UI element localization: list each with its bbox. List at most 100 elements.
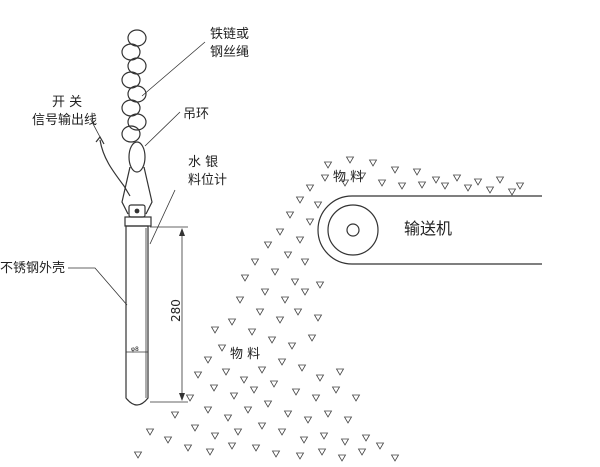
material-particle [145,428,155,436]
material-particle [320,174,330,182]
material-particle [227,442,237,450]
label-meter-line1: 水 银 [188,155,218,170]
label-material-top: 物 料 [333,170,363,185]
material-particle [283,251,293,259]
material-particle [412,168,422,176]
material-particle [227,318,237,326]
dimension-arrow-bottom [179,393,185,401]
material-particle [485,186,495,194]
material-particle [293,308,303,316]
conveyor-axle [346,223,360,237]
material-particle [193,371,203,379]
material-particle [463,184,473,192]
material-particle [495,176,505,184]
material-particle [190,424,200,432]
conveyor-pulley [327,204,379,256]
material-particle [185,394,195,402]
material-particle [277,428,287,436]
material-particle [203,406,213,414]
material-particle [183,444,193,452]
material-particle [375,442,385,450]
material-particle [270,268,280,276]
material-particle [368,159,378,167]
material-particle [335,368,345,376]
label-ring: 吊环 [183,107,209,122]
material-particle [210,432,220,440]
material-particle [317,448,327,456]
material-particle [323,410,333,418]
label-meter-line2: 料位计 [188,173,227,188]
material-particle [323,161,333,169]
material-particle [361,434,371,442]
material-particle [473,178,483,186]
material-particle [217,344,227,352]
material-particle [235,296,245,304]
leader-shell [68,267,128,306]
material-particle [249,386,259,394]
material-particle [305,218,315,226]
material-particle [303,416,313,424]
dimension-length: 280 [169,299,183,322]
material-particle [431,176,441,184]
material-particle [340,179,350,187]
label-chain-line2: 钢丝绳 [210,45,249,60]
material-particle [357,448,367,456]
dimension-arrow-top [179,228,185,236]
material-particle [269,380,279,388]
material-particle [515,182,525,190]
material-particle [243,406,253,414]
material-particle [229,392,239,400]
material-particles [133,156,525,462]
material-particle [275,228,285,236]
material-particle [297,364,307,372]
material-particle [205,448,215,456]
material-particle [299,436,309,444]
chain [121,29,147,143]
material-particle [377,179,387,187]
material-particle [285,211,295,219]
leader-meter [149,189,176,245]
material-particle [390,166,400,174]
dimension-diameter: φ8 [131,346,139,353]
signal-cable [99,139,131,197]
material-particle [133,451,143,459]
material-particle [315,374,325,382]
leader-ring [144,111,181,147]
material-particle [417,181,427,189]
material-particle [239,376,249,384]
chain-link [127,113,147,131]
material-particle [209,384,219,392]
material-particle [223,414,233,422]
material-particle [452,174,462,182]
material-particle [210,326,220,334]
material-particle [440,182,450,190]
leader-signal [90,119,101,138]
material-particle [337,454,347,462]
material-particle [240,274,250,282]
material-particle [271,450,281,458]
material-particle [203,356,213,364]
material-particle [305,184,315,192]
label-conveyor: 输送机 [404,219,452,238]
material-particle [313,314,323,322]
material-particle [351,394,361,402]
material-particle [287,342,297,350]
material-particle [340,438,350,446]
label-signal-line2: 信号输出线 [32,112,97,128]
material-particle [277,358,287,366]
material-particle [170,411,180,419]
material-particle [263,241,273,249]
material-particle [221,368,231,376]
label-signal-line1: 开 关 [52,95,82,110]
material-particle [275,316,285,324]
material-particle [345,156,355,164]
material-particle [260,288,270,296]
material-particle [357,172,367,180]
material-particle [295,452,305,460]
material-particle [295,196,305,204]
label-material-mid: 物 料 [230,347,260,362]
material-particle [311,394,321,402]
material-particle [507,188,517,196]
label-shell: 不锈钢外壳 [0,261,65,276]
material-particle [313,201,323,209]
